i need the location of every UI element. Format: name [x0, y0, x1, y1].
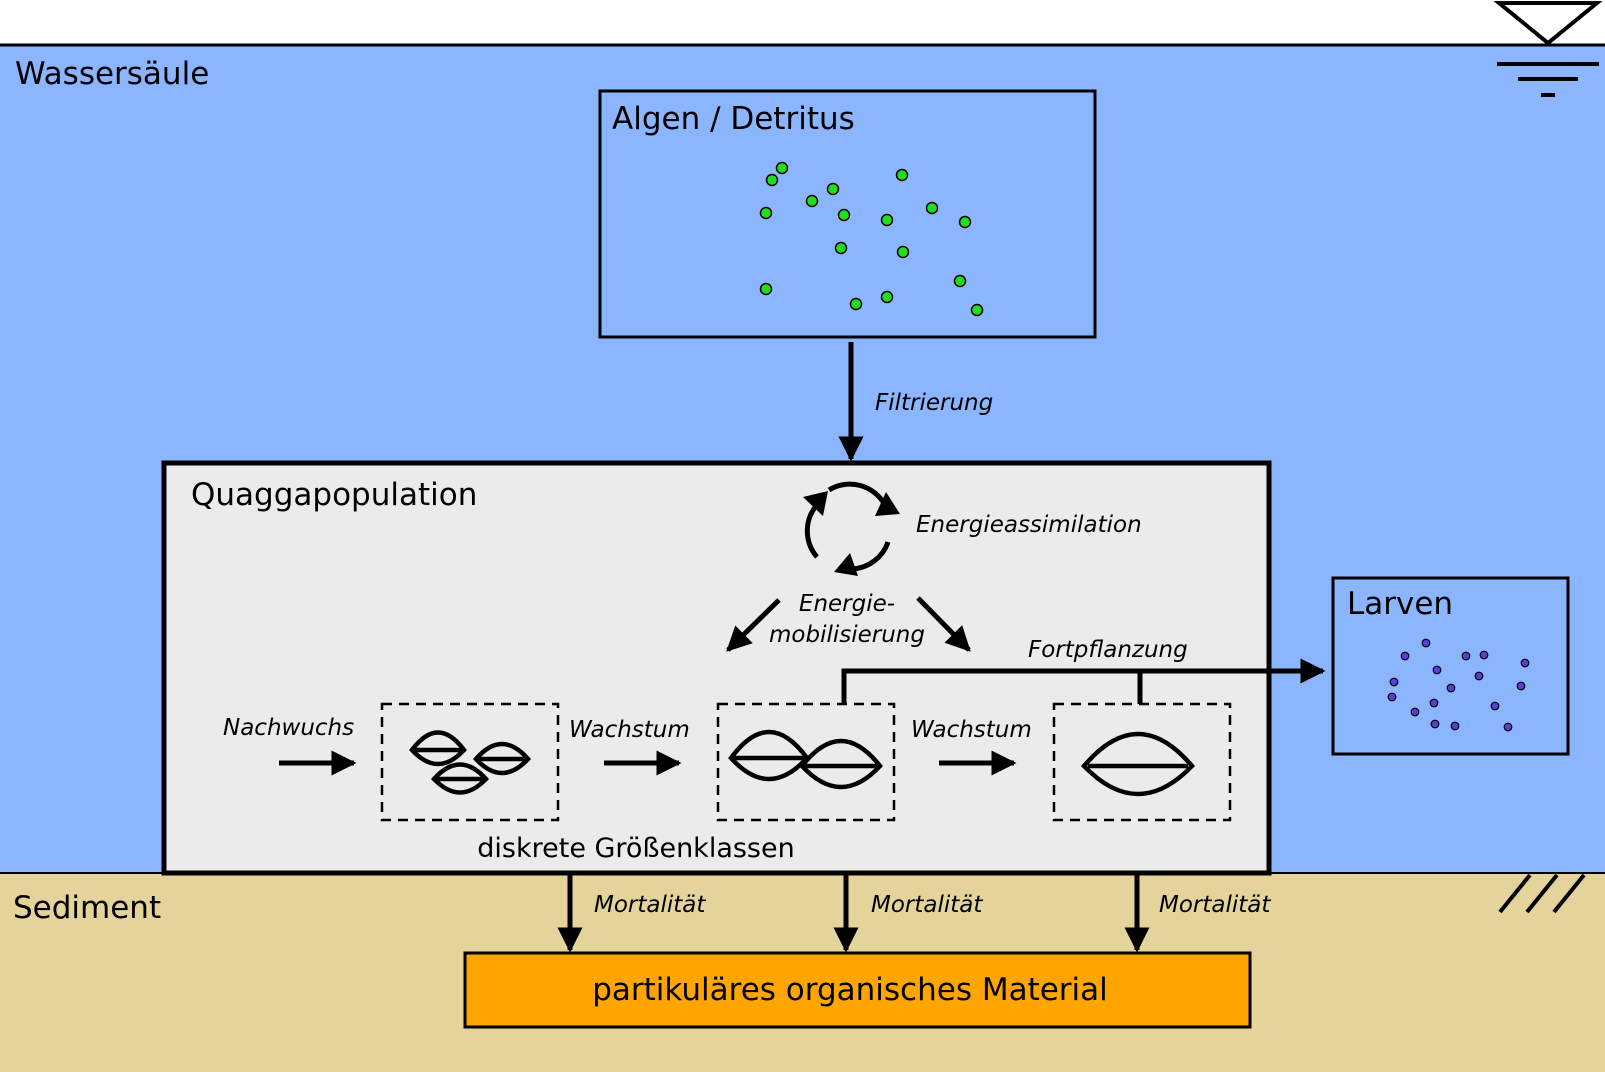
quagga-population-box [161, 460, 1272, 876]
larvae-title: Larven [1347, 586, 1453, 622]
energy-mobilization-arrow-right [916, 596, 971, 652]
larvae-box [1331, 576, 1570, 756]
size-class-box-small [380, 702, 560, 822]
organic-material-label: partikuläres organisches Material [592, 972, 1108, 1008]
growth-label-1: Wachstum [569, 717, 690, 743]
water-column-label: Wassersäule [15, 56, 209, 92]
reproduction-path [841, 658, 1326, 704]
algae-detritus-title: Algen / Detritus [612, 101, 855, 137]
recruitment-label: Nachwuchs [223, 715, 354, 741]
energy-mobilization-arrow-left [726, 598, 781, 652]
reproduction-label: Fortpflanzung [1028, 637, 1188, 663]
larvae-particles [1387, 638, 1530, 732]
mortality-label-3: Mortalität [1159, 892, 1271, 918]
energy-cycle-icon [804, 481, 891, 572]
large-mussel-icon [1080, 731, 1196, 797]
quagga-population-title: Quaggapopulation [191, 477, 477, 513]
size-classes-label: diskrete Größenklassen [477, 833, 794, 864]
energy-mobilization-label-line1: Energie- [799, 591, 895, 617]
mortality-label-2: Mortalität [871, 892, 983, 918]
organic-material-box [463, 951, 1252, 1029]
energy-assimilation-label: Energieassimilation [916, 512, 1142, 538]
water-level-icon [1493, 0, 1603, 97]
filtration-label: Filtrierung [875, 390, 993, 416]
sediment-hatch-icon [1498, 873, 1586, 914]
algae-detritus-box [598, 89, 1097, 339]
energy-mobilization-label-line2: mobilisierung [769, 622, 925, 648]
size-class-box-medium [716, 702, 896, 822]
medium-mussels-icon [728, 729, 883, 790]
growth-label-2: Wachstum [911, 717, 1032, 743]
algae-particles [759, 161, 984, 317]
small-mussels-icon [409, 730, 532, 795]
sediment-label: Sediment [13, 890, 161, 926]
mortality-label-1: Mortalität [594, 892, 706, 918]
energy-cycle-arrowheads [803, 491, 900, 576]
